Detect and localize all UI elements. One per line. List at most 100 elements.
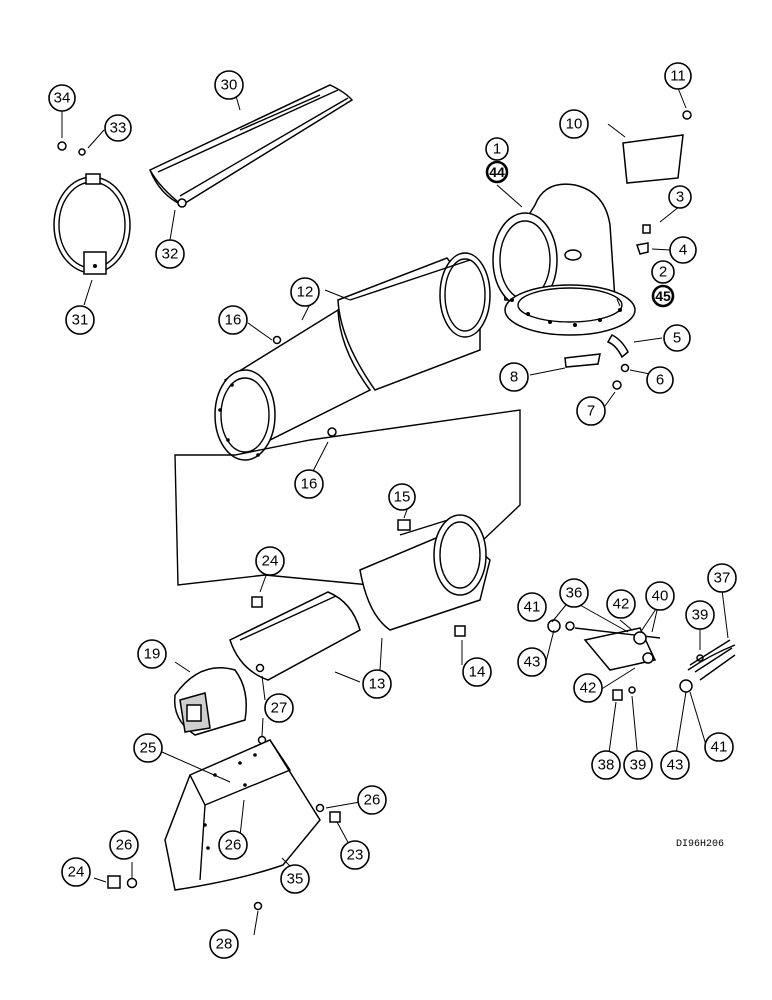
callout-37: 37 [707,563,737,593]
leader-lines [61,87,729,936]
svg-text:26: 26 [225,837,242,854]
callout-26-left: 26 [109,830,139,860]
svg-text:45: 45 [655,288,671,304]
svg-text:42: 42 [613,596,630,613]
callout-42-top: 42 [606,589,636,619]
callout-11: 11 [664,62,692,90]
svg-text:26: 26 [116,837,133,854]
callout-3: 3 [668,185,692,209]
callout-10: 10 [559,109,589,139]
svg-text:12: 12 [297,284,314,301]
callout-26-mid: 26 [218,830,248,860]
svg-text:5: 5 [673,330,681,347]
callout-24-upper: 24 [255,546,285,576]
callout-36: 36 [559,578,589,608]
svg-text:1: 1 [493,141,501,158]
callout-6: 6 [646,366,674,394]
svg-text:24: 24 [68,864,85,881]
svg-text:37: 37 [714,570,731,587]
svg-text:33: 33 [110,120,127,137]
svg-text:2: 2 [659,264,667,281]
callout-45: 45 [651,284,675,308]
callout-44: 44 [485,160,509,184]
svg-text:39: 39 [630,757,647,774]
svg-text:28: 28 [216,936,233,953]
svg-text:26: 26 [364,792,381,809]
svg-text:8: 8 [510,369,518,386]
callout-5: 5 [663,324,691,352]
elbow-part [492,183,636,336]
small-hardware [564,224,651,390]
svg-text:39: 39 [692,607,709,624]
svg-text:25: 25 [140,740,157,757]
callout-30: 30 [214,70,244,100]
callout-34: 34 [48,84,76,112]
svg-text:41: 41 [711,739,728,756]
svg-text:6: 6 [656,372,664,389]
svg-text:16: 16 [225,312,242,329]
svg-text:35: 35 [287,871,304,888]
callout-26-right: 26 [357,785,387,815]
callout-31: 31 [65,305,95,335]
svg-text:32: 32 [162,246,179,263]
svg-text:31: 31 [72,312,89,329]
svg-text:34: 34 [54,90,71,107]
callout-1: 1 [485,137,509,161]
callout-13: 13 [362,669,392,699]
svg-text:19: 19 [144,646,161,663]
callout-16-upper: 16 [218,305,248,335]
callout-43-right: 43 [660,750,690,780]
callout-16-lower: 16 [294,469,324,499]
svg-text:38: 38 [598,757,615,774]
callout-24-lower: 24 [61,857,91,887]
callout-25: 25 [133,733,163,763]
svg-text:15: 15 [394,489,411,506]
svg-text:44: 44 [489,164,505,180]
hood-part [173,667,247,736]
upper-tube-part [214,252,491,461]
svg-text:43: 43 [667,757,684,774]
svg-text:10: 10 [566,116,583,133]
svg-text:14: 14 [469,664,486,681]
svg-text:36: 36 [566,585,583,602]
svg-text:7: 7 [587,403,595,420]
callout-2: 2 [651,260,675,284]
callout-40: 40 [645,581,675,611]
callout-39-top: 39 [685,600,715,630]
callout-41-top: 41 [517,592,547,622]
callout-41-bottom: 41 [704,732,734,762]
callout-35: 35 [280,864,310,894]
callout-33: 33 [104,114,132,142]
callout-28: 28 [209,929,239,959]
svg-text:40: 40 [652,588,669,605]
callout-42-bottom: 42 [573,673,603,703]
callout-23: 23 [340,840,370,870]
callout-14: 14 [462,657,492,687]
bolts [251,519,466,637]
band-clamp-part [53,173,131,275]
trough-shield-part [149,84,354,206]
svg-text:13: 13 [369,676,386,693]
svg-text:30: 30 [221,77,238,94]
svg-text:3: 3 [676,189,684,206]
callout-12: 12 [290,277,320,307]
cover-plate-part [622,110,692,184]
svg-text:42: 42 [580,680,597,697]
svg-text:27: 27 [271,700,288,717]
nut-16 [272,335,337,437]
callout-27: 27 [264,693,294,723]
callout-15: 15 [388,483,416,511]
drawing-code: DI96H206 [676,839,724,850]
linkage-assembly [547,619,736,701]
svg-text:43: 43 [524,654,541,671]
nut-washer-33-34 [57,141,187,208]
callout-43-left: 43 [517,647,547,677]
callout-7: 7 [576,396,606,426]
callout-8: 8 [499,362,529,392]
callout-4: 4 [669,236,697,264]
svg-text:41: 41 [524,599,541,616]
svg-text:4: 4 [679,242,687,259]
callout-32: 32 [155,239,185,269]
svg-text:24: 24 [262,553,279,570]
